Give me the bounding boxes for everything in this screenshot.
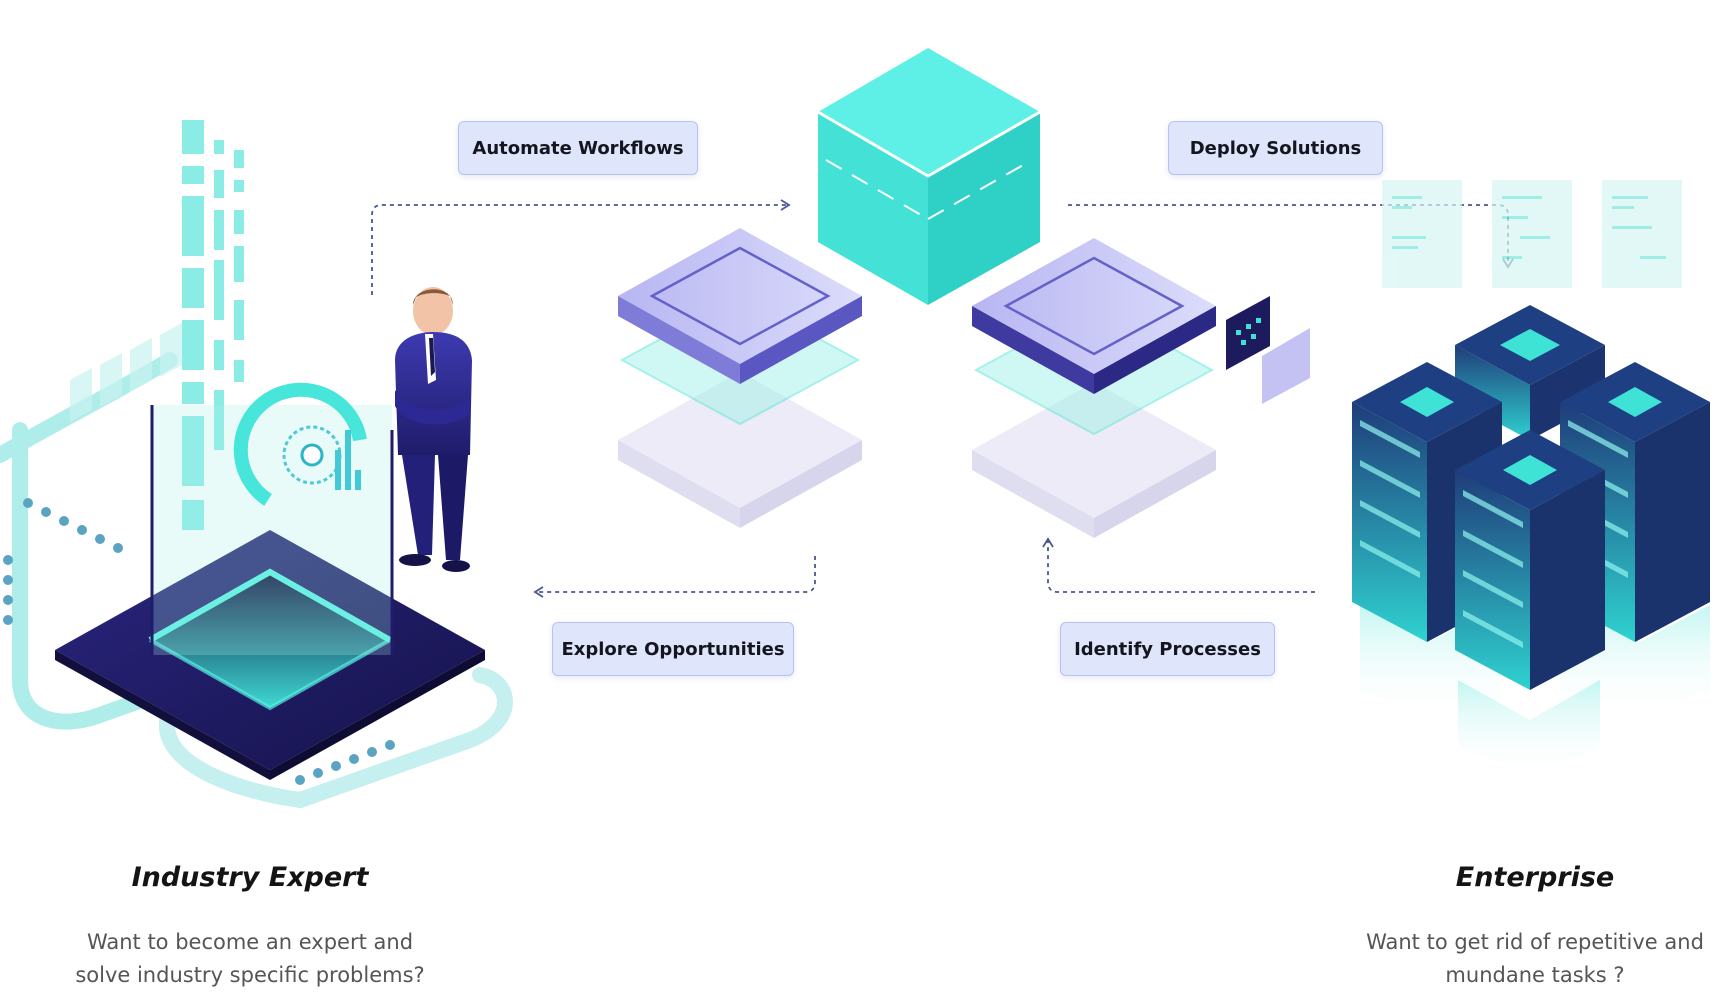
glass-panel	[152, 405, 392, 655]
step-automate-workflows: Automate Workflows	[458, 121, 698, 175]
enterprise-description-line: mundane tasks ?	[1445, 963, 1625, 987]
connector-expert-to-automate	[371, 204, 788, 295]
enterprise-description: Want to get rid of repetitive and mundan…	[1315, 926, 1717, 992]
step-identify-processes: Identify Processes	[1060, 622, 1275, 676]
pipe-bottom	[159, 667, 513, 809]
document-panels	[1382, 180, 1682, 288]
server-back	[1455, 305, 1605, 440]
industry-expert-illustration	[0, 120, 791, 809]
center-cube	[817, 48, 1041, 305]
gauge-hologram	[233, 382, 367, 506]
step-deploy-solutions: Deploy Solutions	[1168, 121, 1383, 175]
enterprise-illustration	[1352, 180, 1710, 780]
connector-center-to-explore	[536, 556, 816, 593]
businessman-figure	[395, 287, 472, 572]
enterprise-description-line: Want to get rid of repetitive and	[1366, 930, 1704, 954]
pad-stack-left	[618, 228, 862, 528]
floating-cards	[70, 323, 182, 422]
industry-expert-description: Want to become an expert and solve indus…	[30, 926, 470, 992]
pipe-dots	[3, 498, 395, 785]
step-explore-opportunities: Explore Opportunities	[552, 622, 794, 676]
pad-stack-right	[972, 238, 1310, 538]
industry-expert-title: Industry Expert	[131, 862, 369, 893]
industry-expert-description-line: solve industry specific problems?	[75, 963, 425, 987]
enterprise-title: Enterprise	[1455, 862, 1615, 893]
data-columns	[182, 120, 244, 530]
server-front	[1455, 430, 1605, 690]
industry-expert-description-line: Want to become an expert and	[86, 930, 414, 954]
connector-enterprise-to-identify	[1047, 540, 1315, 593]
